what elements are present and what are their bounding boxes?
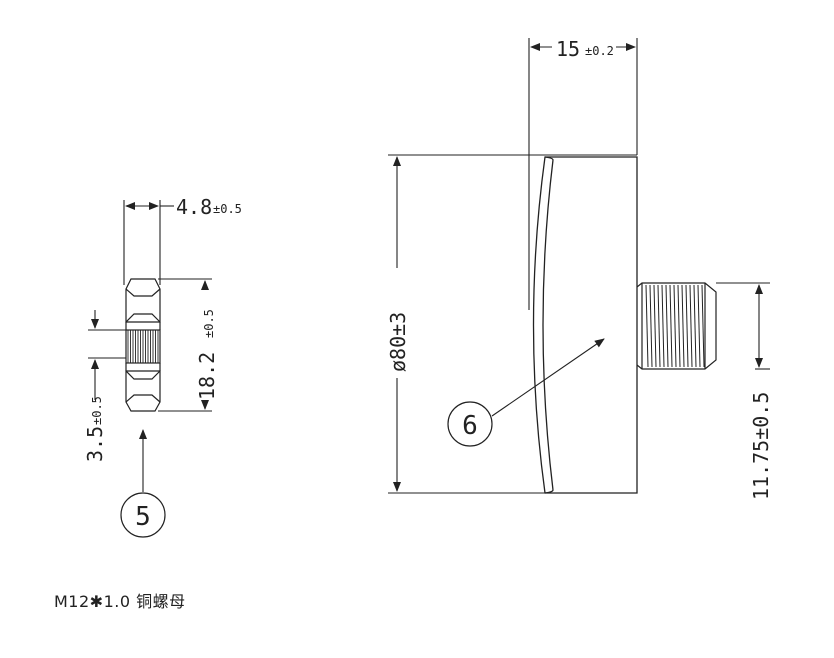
thread-line bbox=[645, 284, 649, 368]
thread-line bbox=[657, 284, 661, 368]
part-caption: M12✱1.0 铜螺母 bbox=[54, 592, 186, 611]
dim-15-value: 15 bbox=[556, 37, 580, 61]
knob-curve-inner-2 bbox=[544, 156, 554, 161]
thread-lines bbox=[645, 284, 705, 368]
thread-line bbox=[649, 284, 653, 368]
dim-thread-length bbox=[716, 282, 770, 370]
dim-nut-width-value: 4.8 bbox=[176, 195, 212, 219]
dim-diameter bbox=[388, 154, 637, 494]
dim-nut-width-tol: ±0.5 bbox=[213, 202, 242, 216]
dim-15-tol: ±0.2 bbox=[585, 44, 614, 58]
knurl-lines bbox=[127, 330, 159, 363]
leader-part-6 bbox=[491, 338, 605, 417]
knob-body bbox=[532, 156, 638, 494]
thread-line bbox=[661, 284, 665, 368]
thread-line bbox=[685, 284, 689, 368]
dim-nut-knurl-tol: ±0.5 bbox=[90, 396, 104, 425]
nut-body bbox=[125, 278, 161, 412]
thread-line bbox=[673, 284, 677, 368]
knob-curve-inner-3 bbox=[544, 489, 554, 494]
callout-circle-6 bbox=[447, 401, 493, 447]
callout-circle-5 bbox=[120, 492, 166, 538]
thread-line bbox=[701, 284, 705, 368]
thread-line bbox=[653, 284, 657, 368]
dim-nut-height-value: 18.2 bbox=[195, 352, 219, 400]
dim-nut-knurl-value: 3.5 bbox=[83, 426, 107, 462]
thread-line bbox=[677, 284, 681, 368]
thread-line bbox=[693, 284, 697, 368]
dim-nut-knurl bbox=[88, 310, 126, 400]
knob-curve-inner bbox=[542, 159, 554, 491]
dim-width-15 bbox=[528, 38, 638, 310]
dim-nut-height bbox=[158, 278, 212, 412]
threaded-stud bbox=[636, 282, 717, 370]
callout-6-label: 6 bbox=[462, 411, 478, 441]
thread-line bbox=[689, 284, 693, 368]
thread-line bbox=[681, 284, 685, 368]
callout-5-label: 5 bbox=[135, 502, 151, 532]
dim-nut-width bbox=[123, 200, 174, 285]
dim-thread-length-value: 11.75±0.5 bbox=[749, 392, 773, 500]
thread-line bbox=[665, 284, 669, 368]
knob-outline bbox=[532, 156, 638, 494]
dim-nut-height-tol: ±0.5 bbox=[202, 309, 216, 338]
thread-line bbox=[697, 284, 701, 368]
thread-line bbox=[669, 284, 673, 368]
dim-diameter-value: ø80±3 bbox=[386, 312, 410, 372]
